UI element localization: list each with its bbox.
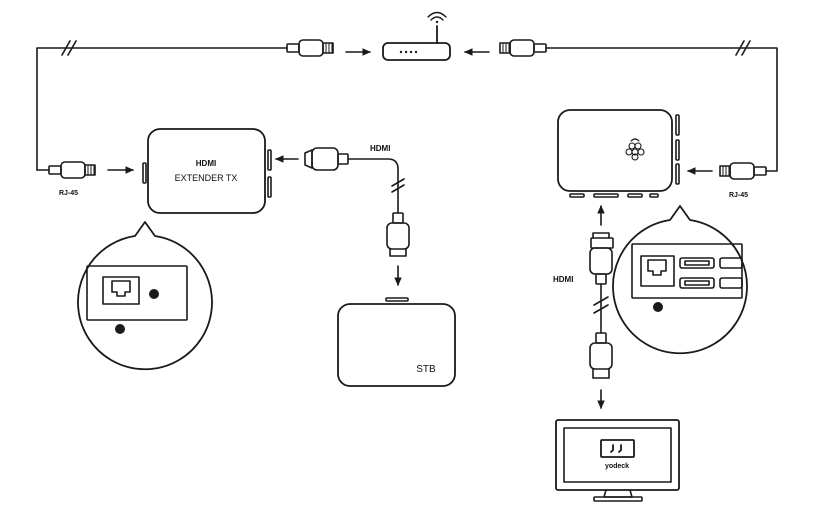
- hdmi-cable-stb: [304, 147, 410, 257]
- yodeck-quote-icon: [600, 439, 635, 458]
- extender-model-label: EXTENDER TX: [175, 173, 238, 183]
- rj45-port-icon: [102, 276, 140, 305]
- port-zoom-right: [612, 205, 748, 355]
- ethernet-cable-left: [36, 39, 334, 179]
- rj45-port-icon: [640, 255, 675, 287]
- tv-monitor: [555, 419, 680, 502]
- raspberry-pi-logo-icon: [625, 138, 645, 161]
- router: [382, 11, 451, 61]
- extender-brand-label: HDMI: [196, 159, 216, 168]
- rj45-port-zoom-left: [77, 221, 213, 371]
- label-hdmi-top: HDMI: [370, 144, 390, 153]
- tv-brand-label: yodeck: [605, 463, 629, 470]
- label-rj45-left: RJ-45: [59, 190, 78, 197]
- router-led-dots: [399, 50, 418, 54]
- hdmi-cable-tv: [589, 232, 614, 379]
- label-hdmi-right: HDMI: [553, 275, 573, 284]
- label-rj45-right: RJ-45: [729, 192, 748, 199]
- raspberry-pi-box: [557, 109, 680, 198]
- stb-label: STB: [416, 364, 436, 375]
- wifi-icon: [427, 11, 447, 24]
- ethernet-cable-right: [499, 39, 778, 180]
- hdmi-extender-tx: [142, 128, 272, 214]
- stb-box: [337, 297, 456, 387]
